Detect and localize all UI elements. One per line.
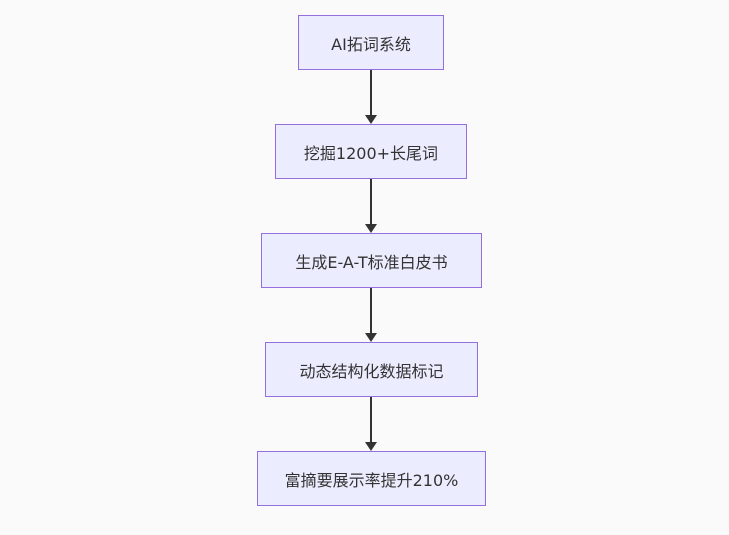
flow-node-structured-data-markup: 动态结构化数据标记 — [265, 342, 478, 397]
arrowhead-down-icon — [365, 333, 377, 342]
flow-node-label: 挖掘1200+长尾词 — [303, 143, 439, 163]
flow-node-label: AI拓词系统 — [331, 34, 411, 54]
flow-node-label: 富摘要展示率提升210% — [284, 470, 459, 490]
flow-arrow-4 — [365, 397, 377, 451]
flow-node-longtail-mining: 挖掘1200+长尾词 — [275, 124, 467, 179]
flow-arrow-3 — [365, 288, 377, 342]
flow-node-label: 生成E-A-T标准白皮书 — [295, 252, 448, 272]
flow-arrow-1 — [365, 70, 377, 124]
arrowhead-down-icon — [365, 115, 377, 124]
arrow-shaft — [370, 397, 372, 442]
arrow-shaft — [370, 179, 372, 224]
flow-arrow-2 — [365, 179, 377, 233]
arrowhead-down-icon — [365, 224, 377, 233]
flow-node-rich-snippet-rate: 富摘要展示率提升210% — [257, 451, 486, 506]
flow-node-label: 动态结构化数据标记 — [299, 361, 444, 381]
arrow-shaft — [370, 70, 372, 115]
arrowhead-down-icon — [365, 442, 377, 451]
flow-node-eat-whitepaper: 生成E-A-T标准白皮书 — [261, 233, 482, 288]
arrow-shaft — [370, 288, 372, 333]
flow-node-ai-keyword-system: AI拓词系统 — [298, 15, 444, 70]
